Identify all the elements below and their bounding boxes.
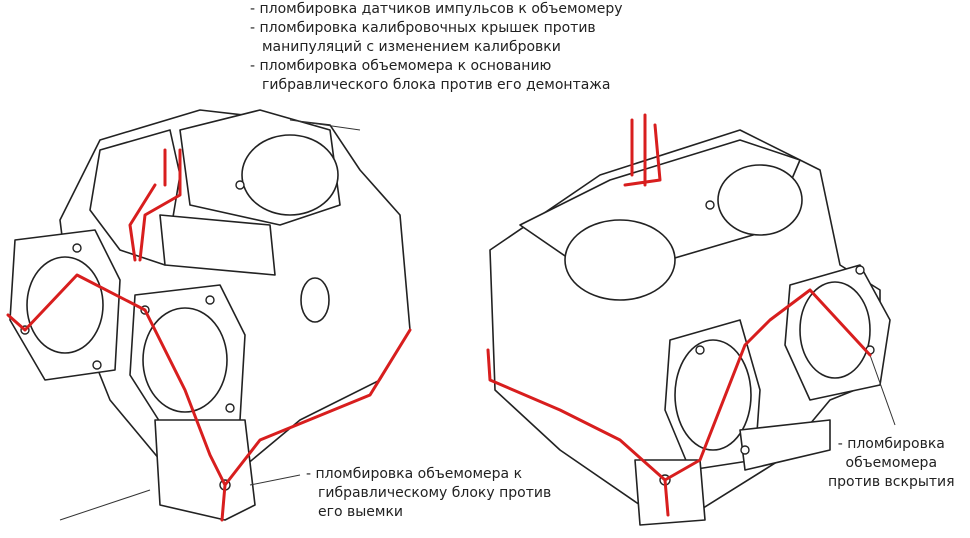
right-flow-meter — [486, 113, 896, 526]
callout-line: манипуляций с изменением калибровки — [262, 39, 561, 55]
callout-line: - пломбировка калибровочных крышек проти… — [250, 20, 596, 36]
callout-line: объемомера — [845, 455, 938, 471]
callout-line: гибравлическому блоку против — [318, 485, 552, 501]
callout-line: - пломбировка объемомера к — [306, 466, 523, 482]
callout-line: - пломбировка датчиков импульсов к объем… — [250, 1, 623, 17]
callout-line: - пломбировка — [837, 436, 945, 452]
left-flow-meter — [6, 109, 412, 522]
seal-wire — [486, 288, 872, 482]
top-callout: - пломбировка датчиков импульсов к объем… — [250, 0, 623, 95]
callout-line: - пломбировка объемомера к основанию — [250, 58, 552, 74]
bottom-callout: - пломбировка объемомера к гибравлическо… — [306, 465, 551, 522]
right-callout: - пломбировка объемомера против вскрытия — [828, 435, 955, 492]
callout-line: против вскрытия — [828, 474, 955, 490]
seal-wire — [6, 273, 412, 487]
callout-line: его выемки — [318, 504, 404, 520]
callout-line: гибравлического блока против его демонта… — [262, 77, 611, 93]
